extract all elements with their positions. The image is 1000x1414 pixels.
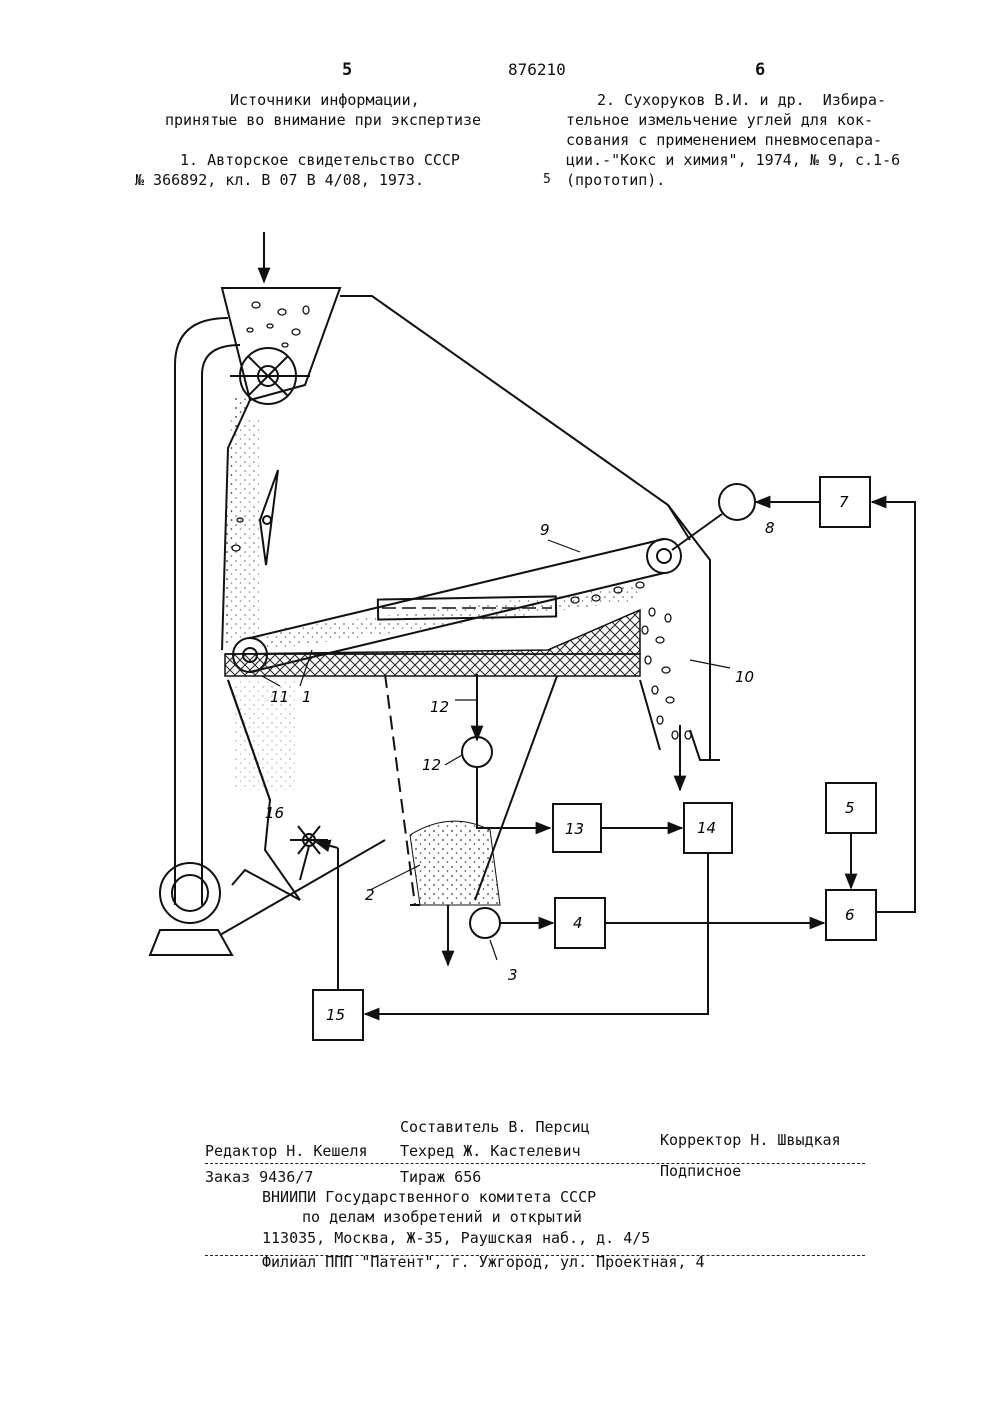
- label-10: 10: [735, 668, 754, 686]
- label-9: 9: [540, 521, 550, 539]
- block-4-label: 4: [573, 914, 583, 932]
- fan: [160, 863, 220, 923]
- drive-8: [719, 484, 755, 520]
- feed-hopper: [222, 288, 340, 400]
- label-8: 8: [765, 519, 775, 537]
- corrector: Корректор Н. Швыдкая: [660, 1130, 841, 1150]
- block-5-label: 5: [845, 799, 855, 817]
- label-11: 11: [270, 688, 289, 706]
- label-16: 16: [265, 804, 284, 822]
- footer-rule-top: [205, 1163, 865, 1164]
- belt-pulley-right: [647, 539, 681, 573]
- label-12-bottom: 12: [422, 756, 441, 774]
- block-13-label: 13: [565, 820, 584, 838]
- compiler: Составитель В. Персиц: [400, 1117, 590, 1137]
- grid-screen: [225, 654, 640, 676]
- label-3: 3: [508, 966, 518, 984]
- sensor-3: [470, 908, 500, 938]
- separator-schematic: 4 5 6 7 13 14 15 1 2 3 8 9 10 11 12 12 1…: [0, 0, 1000, 1060]
- label-1: 1: [302, 688, 312, 706]
- techred: Техред Ж. Кастелевич: [400, 1141, 581, 1161]
- block-7-label: 7: [839, 493, 849, 511]
- block-15-label: 15: [326, 1006, 345, 1024]
- org-line1: ВНИИПИ Государственного комитета СССР: [262, 1187, 596, 1207]
- sensor-12: [462, 737, 492, 767]
- org-line2: по делам изобретений и открытий: [302, 1207, 582, 1227]
- label-2: 2: [365, 886, 375, 904]
- order: Заказ 9436/7: [205, 1167, 313, 1187]
- circulation: Тираж 656: [400, 1167, 481, 1187]
- org-line3: 113035, Москва, Ж-35, Раушская наб., д. …: [262, 1228, 650, 1248]
- block-14-label: 14: [697, 819, 716, 837]
- editor: Редактор Н. Кешеля: [205, 1141, 368, 1161]
- label-12-top: 12: [430, 698, 449, 716]
- subscription: Подписное: [660, 1161, 741, 1181]
- block-6-label: 6: [845, 906, 855, 924]
- housing-outline: [340, 296, 710, 760]
- branch: Филиал ППП "Патент", г. Ужгород, ул. Про…: [262, 1252, 705, 1272]
